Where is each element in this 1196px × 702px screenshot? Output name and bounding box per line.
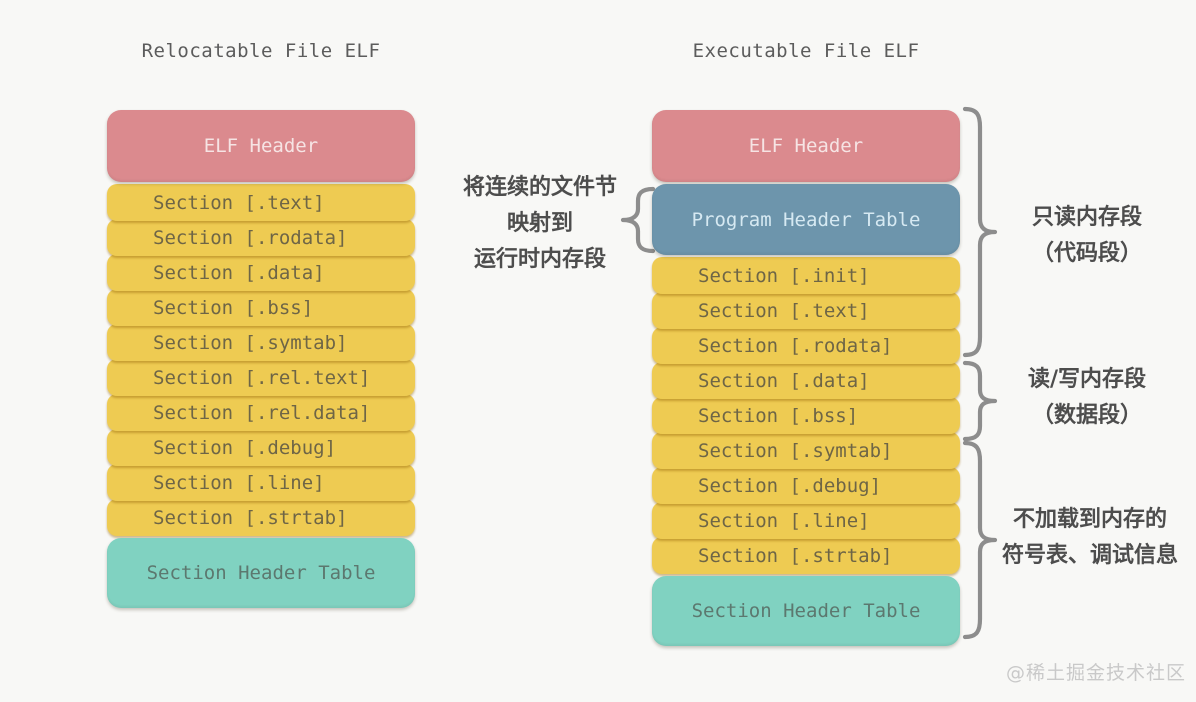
- section-header-table-box: Section Header Table: [107, 538, 415, 608]
- mapping-brace-icon: [620, 186, 656, 254]
- executable-stack: ELF Header Program Header Table Section …: [652, 110, 960, 646]
- notloaded-line: 符号表、调试信息: [1001, 543, 1178, 568]
- section-row: Section [.rel.text]: [107, 359, 415, 396]
- section-row: Section [.debug]: [107, 429, 415, 466]
- mapping-annotation-line: 将连续的文件节: [462, 175, 617, 200]
- readwrite-segment-line: 读/写内存段: [1027, 367, 1147, 392]
- watermark: @稀土掘金技术社区: [1005, 662, 1186, 684]
- relocatable-stack: ELF Header Section [.text]Section [.roda…: [107, 110, 415, 608]
- readonly-segment-line: 只读内存段: [1031, 205, 1142, 230]
- notloaded-line: 不加载到内存的: [1012, 507, 1167, 532]
- section-row: Section [.rel.data]: [107, 394, 415, 431]
- readwrite-segment-annotation: 读/写内存段 （数据段）: [987, 362, 1187, 434]
- section-row: Section [.data]: [107, 254, 415, 291]
- mapping-annotation-line: 映射到: [506, 211, 573, 236]
- elf-header-box: ELF Header: [652, 110, 960, 182]
- section-row: Section [.line]: [107, 464, 415, 501]
- mapping-annotation: 将连续的文件节 映射到 运行时内存段: [440, 170, 640, 278]
- section-row: Section [.line]: [652, 502, 960, 539]
- program-header-table-box: Program Header Table: [652, 184, 960, 255]
- executable-title: Executable File ELF: [692, 40, 920, 62]
- section-rows: Section [.text]Section [.rodata]Section …: [107, 184, 415, 536]
- section-row: Section [.symtab]: [652, 432, 960, 469]
- section-row: Section [.text]: [652, 292, 960, 329]
- readonly-segment-annotation: 只读内存段 （代码段）: [987, 200, 1187, 272]
- mapping-annotation-line: 运行时内存段: [473, 247, 606, 272]
- section-rows: Section [.init]Section [.text]Section [.…: [652, 257, 960, 574]
- section-row: Section [.bss]: [652, 397, 960, 434]
- notloaded-brace-icon: [962, 440, 998, 640]
- section-row: Section [.strtab]: [107, 499, 415, 536]
- section-row: Section [.rodata]: [652, 327, 960, 364]
- notloaded-annotation: 不加载到内存的 符号表、调试信息: [987, 502, 1193, 574]
- section-row: Section [.bss]: [107, 289, 415, 326]
- elf-header-box: ELF Header: [107, 110, 415, 182]
- readonly-segment-line: （代码段）: [1031, 241, 1142, 266]
- section-row: Section [.strtab]: [652, 537, 960, 574]
- section-row: Section [.debug]: [652, 467, 960, 504]
- section-row: Section [.text]: [107, 184, 415, 221]
- section-row: Section [.data]: [652, 362, 960, 399]
- section-row: Section [.init]: [652, 257, 960, 294]
- section-row: Section [.symtab]: [107, 324, 415, 361]
- section-row: Section [.rodata]: [107, 219, 415, 256]
- section-header-table-box: Section Header Table: [652, 576, 960, 646]
- readwrite-segment-line: （数据段）: [1031, 403, 1142, 428]
- readonly-segment-brace-icon: [962, 106, 998, 358]
- relocatable-title: Relocatable File ELF: [141, 40, 381, 62]
- readwrite-segment-brace-icon: [962, 360, 998, 442]
